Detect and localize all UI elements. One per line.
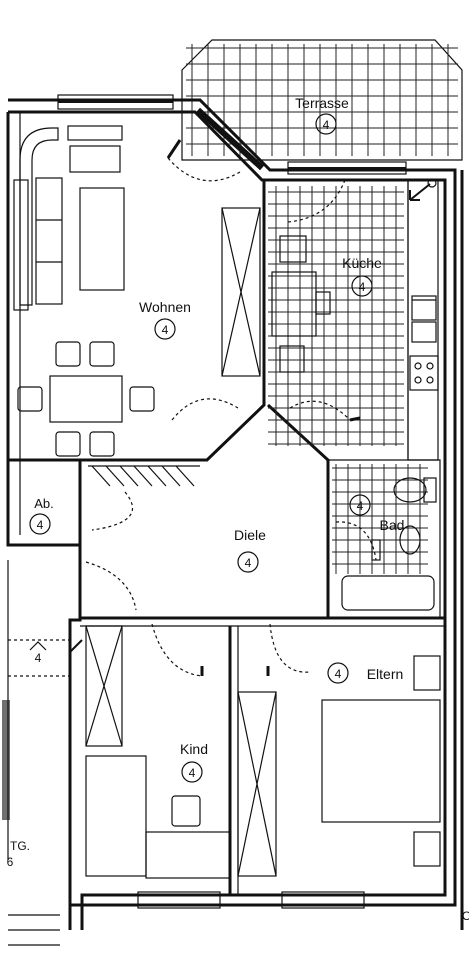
stair-annex bbox=[2, 560, 70, 946]
room-label-kueche: Küche bbox=[342, 255, 382, 271]
hall-details bbox=[88, 465, 200, 487]
room-marker-wohnen: 4 bbox=[162, 323, 169, 337]
room-label-wohnen: Wohnen bbox=[139, 299, 191, 315]
room-bad: 4 Bad bbox=[349, 494, 405, 533]
kind-furniture bbox=[85, 625, 231, 879]
room-kind: Kind 4 bbox=[180, 741, 208, 783]
room-marker-ab: 4 bbox=[37, 518, 44, 532]
room-label-eltern: Eltern bbox=[367, 666, 404, 682]
bath-furniture bbox=[341, 477, 437, 611]
room-terrasse: Terrasse 4 bbox=[295, 95, 349, 135]
room-wohnen: Wohnen 4 bbox=[139, 299, 191, 340]
room-marker-bad: 4 bbox=[357, 499, 364, 513]
kitchen-furniture bbox=[271, 179, 439, 461]
door-swings bbox=[12, 139, 437, 677]
room-marker-diele: 4 bbox=[245, 556, 252, 570]
room-label-bad: Bad bbox=[380, 517, 405, 533]
living-furniture bbox=[13, 125, 261, 457]
room-ab: Ab. 4 bbox=[29, 496, 54, 535]
room-label-kind: Kind bbox=[180, 741, 208, 757]
room-label-ab: Ab. bbox=[34, 496, 54, 511]
edge-mark: O bbox=[462, 909, 469, 923]
kitchen-tiles bbox=[268, 186, 404, 446]
garage-label: TG. 6 bbox=[7, 839, 30, 869]
room-label-terrasse: Terrasse bbox=[295, 95, 349, 111]
room-marker-eltern: 4 bbox=[335, 667, 342, 681]
room-label-diele: Diele bbox=[234, 527, 266, 543]
garage-label-text: TG. bbox=[10, 839, 30, 853]
bedroom-furniture bbox=[237, 655, 441, 877]
room-marker-terrasse: 4 bbox=[323, 118, 330, 132]
room-diele: Diele 4 bbox=[234, 527, 266, 573]
room-marker-kind: 4 bbox=[189, 766, 196, 780]
outer-walls bbox=[6, 98, 464, 930]
room-marker-kueche: 4 bbox=[359, 280, 366, 294]
windows bbox=[57, 94, 407, 909]
garage-number: 6 bbox=[7, 855, 14, 869]
room-eltern: 4 Eltern bbox=[327, 662, 404, 684]
stair-marker: 4 bbox=[35, 651, 42, 665]
room-kueche: Küche 4 bbox=[342, 255, 382, 297]
